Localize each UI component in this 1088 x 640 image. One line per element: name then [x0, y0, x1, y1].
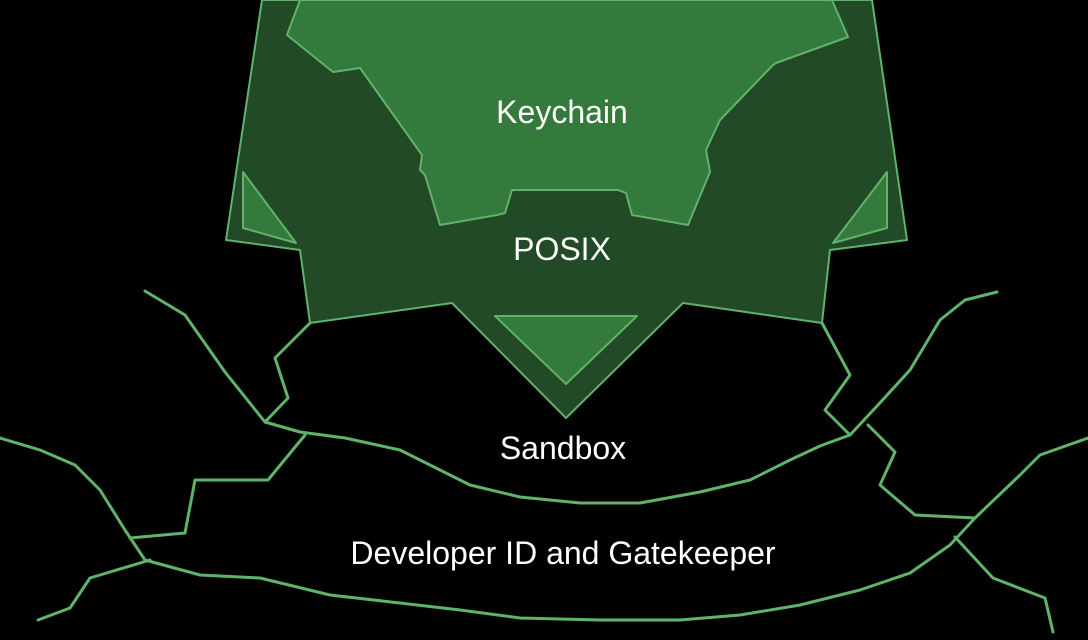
gatekeeper-label: Developer ID and Gatekeeper — [350, 535, 775, 571]
bottom-triangle-shape — [494, 315, 638, 385]
sandbox-label: Sandbox — [500, 430, 626, 466]
right-crack-line — [820, 321, 852, 437]
left-bottom-crack-line — [36, 558, 152, 622]
right-upper-crack-line — [848, 290, 999, 437]
left-triangle-shape — [242, 171, 297, 244]
gatekeeper-boundary-line — [0, 436, 1088, 622]
right-bottom-crack-line — [953, 535, 1055, 634]
left-lower-crack-line — [128, 433, 307, 540]
right-triangle-shape — [832, 171, 888, 244]
keychain-region — [286, 0, 849, 226]
sandbox-boundary-line — [143, 289, 852, 505]
keychain-label: Keychain — [496, 94, 628, 130]
posix-label: POSIX — [513, 231, 611, 267]
right-branch-crack-line — [866, 423, 977, 520]
left-crack-line — [263, 321, 312, 424]
